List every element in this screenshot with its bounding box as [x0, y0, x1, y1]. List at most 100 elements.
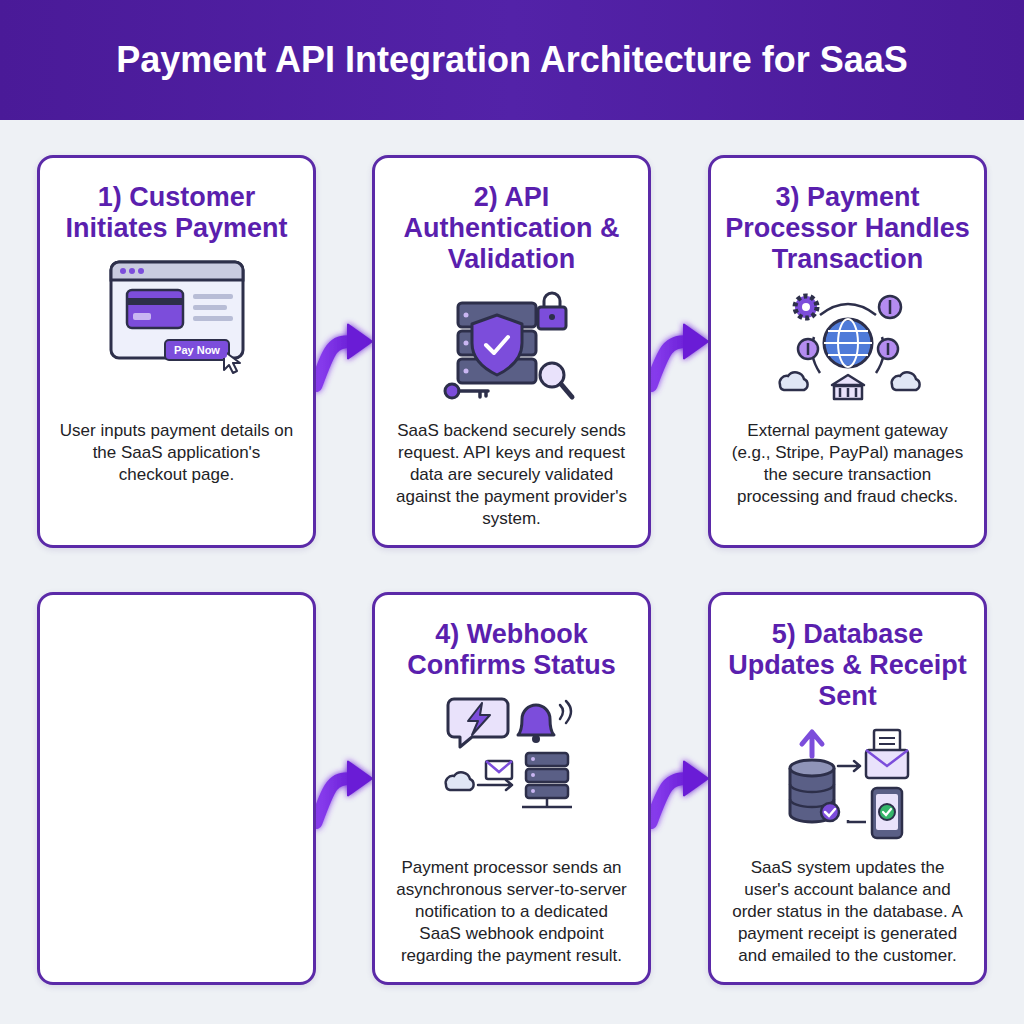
icon-part — [127, 290, 183, 328]
icon-part — [486, 761, 512, 772]
icon-part — [549, 314, 555, 320]
icon-part — [531, 757, 535, 761]
icon-part — [848, 820, 866, 822]
flow-arrow — [316, 762, 372, 823]
icon-part — [138, 268, 144, 274]
icon-part — [133, 313, 151, 320]
processor-icon — [768, 285, 928, 405]
step-heading: 1) Customer Initiates Payment — [54, 182, 299, 244]
icon-part — [821, 803, 839, 821]
icon-part — [866, 750, 908, 778]
icon-part — [111, 262, 243, 280]
icon-part — [468, 703, 490, 735]
icon-part — [128, 298, 182, 305]
icon-part — [446, 772, 474, 790]
icon-part — [348, 325, 372, 359]
icon-part — [561, 384, 572, 397]
icon-part — [824, 319, 872, 367]
icon-part — [316, 342, 352, 386]
database-receipt-icon — [768, 722, 928, 842]
icon-part — [651, 779, 688, 823]
icon-part — [472, 315, 522, 375]
flow-arrow — [651, 762, 708, 823]
icon-part — [129, 268, 135, 274]
icon-part — [464, 369, 469, 374]
icon-part — [522, 798, 572, 807]
icon-part — [838, 761, 860, 771]
icon-part — [825, 809, 835, 816]
process-card: 1) Customer Initiates Payment User input… — [37, 155, 316, 548]
icon-part — [872, 788, 902, 838]
icon-part — [879, 296, 901, 318]
icon-part — [464, 341, 469, 346]
pay-button-label: Pay Now — [167, 342, 227, 358]
icon-part — [193, 294, 233, 299]
step-description: SaaS system updates the user's account b… — [729, 857, 966, 967]
step-heading: 4) Webhook Confirms Status — [389, 619, 634, 681]
icon-part — [795, 296, 817, 318]
icon-part — [651, 342, 688, 386]
process-card: 4) Webhook Confirms Status Payment proce… — [372, 592, 651, 985]
step-description: SaaS backend securely sends request. API… — [393, 420, 630, 530]
icon-part — [780, 372, 808, 390]
flow-arrow — [651, 325, 708, 386]
icon-part — [532, 735, 540, 743]
icon-part — [879, 804, 895, 820]
step-heading: 5) Database Updates & Receipt Sent — [725, 619, 970, 712]
icon-part — [486, 337, 508, 353]
icon-part — [538, 307, 566, 329]
icon-part — [111, 262, 243, 358]
icon-part — [889, 300, 892, 314]
step-heading: 2) API Authentication & Validation — [389, 182, 634, 275]
icon-part — [165, 340, 229, 360]
icon-part — [879, 738, 895, 750]
icon-part — [824, 331, 872, 355]
icon-part — [459, 391, 488, 397]
icon-part — [193, 316, 233, 321]
step-description: User inputs payment details on the SaaS … — [58, 420, 295, 486]
title: Payment API Integration Architecture for… — [0, 0, 1024, 120]
icon-part — [120, 268, 126, 274]
icon-part — [892, 372, 920, 390]
icon-part — [526, 769, 568, 782]
icon-part — [878, 339, 898, 359]
icon-part — [193, 305, 227, 310]
icon-part — [526, 753, 568, 766]
empty-card — [37, 592, 316, 985]
icon-part — [807, 343, 810, 355]
webhook-icon — [432, 691, 592, 811]
icon-part — [531, 789, 535, 793]
icon-part — [531, 773, 535, 777]
icon-part — [526, 785, 568, 798]
process-card: 3) Payment Processor Handles Transaction… — [708, 155, 987, 548]
icon-part — [798, 339, 818, 359]
process-card: 5) Database Updates & Receipt Sent SaaS … — [708, 592, 987, 985]
security-icon — [432, 285, 592, 405]
step-heading: 3) Payment Processor Handles Transaction — [725, 182, 970, 275]
icon-part — [348, 762, 372, 796]
step-description: External payment gateway (e.g., Stripe, … — [729, 420, 966, 508]
icon-part — [876, 794, 898, 830]
icon-part — [684, 325, 708, 359]
flow-arrow — [316, 325, 372, 386]
icon-part — [887, 343, 890, 355]
icon-part — [518, 705, 554, 735]
process-card: 2) API Authentication & Validation SaaS … — [372, 155, 651, 548]
icon-part — [445, 384, 459, 398]
icon-part — [464, 313, 469, 318]
step-description: Payment processor sends an asynchronous … — [393, 857, 630, 967]
icon-part — [316, 779, 352, 823]
icon-part — [812, 304, 884, 373]
icon-part — [840, 388, 856, 397]
icon-part — [790, 760, 834, 776]
icon-part — [832, 375, 864, 399]
icon-part — [560, 701, 571, 723]
icon-part — [802, 732, 822, 756]
icon-part — [866, 750, 908, 766]
icon-part — [478, 780, 512, 790]
icon-part — [802, 303, 810, 311]
icon-part — [883, 809, 891, 815]
icon-part — [486, 761, 512, 779]
icon-part — [684, 762, 708, 796]
icon-part — [448, 699, 508, 747]
